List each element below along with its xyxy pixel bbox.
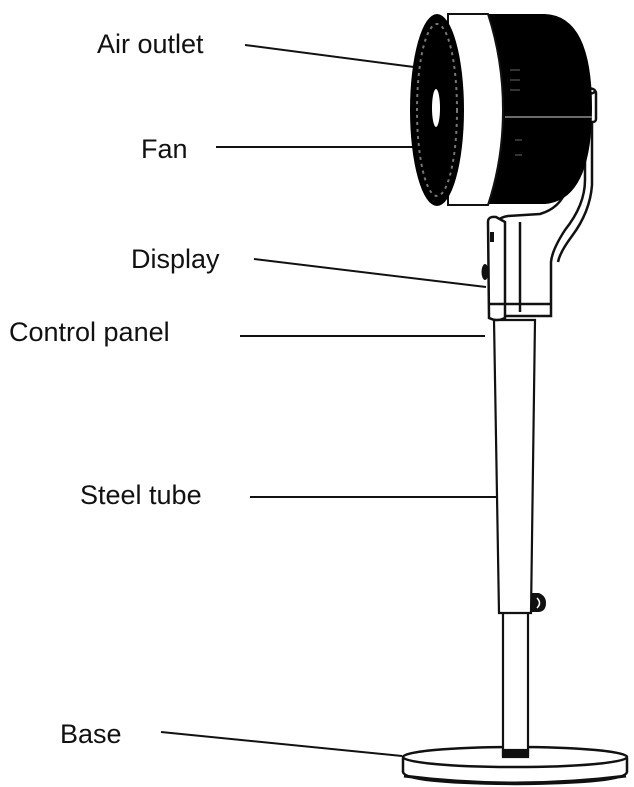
height-knob [531,593,546,612]
leader-display [253,258,487,288]
fan-head [410,13,592,206]
label-air-outlet: Air outlet [97,29,204,59]
steel-tube-shape [492,318,537,615]
fan-arm [486,116,594,322]
lower-tube [501,610,530,759]
label-display: Display [131,244,220,274]
label-steel-tube: Steel tube [80,480,202,510]
leader-lines [160,44,510,757]
leader-base [160,731,403,757]
label-fan: Fan [141,134,188,164]
fan-hub [432,89,440,127]
label-base: Base [60,719,122,749]
display-icon [481,232,494,280]
leader-air-outlet [244,44,415,68]
label-control-panel: Control panel [9,317,170,347]
